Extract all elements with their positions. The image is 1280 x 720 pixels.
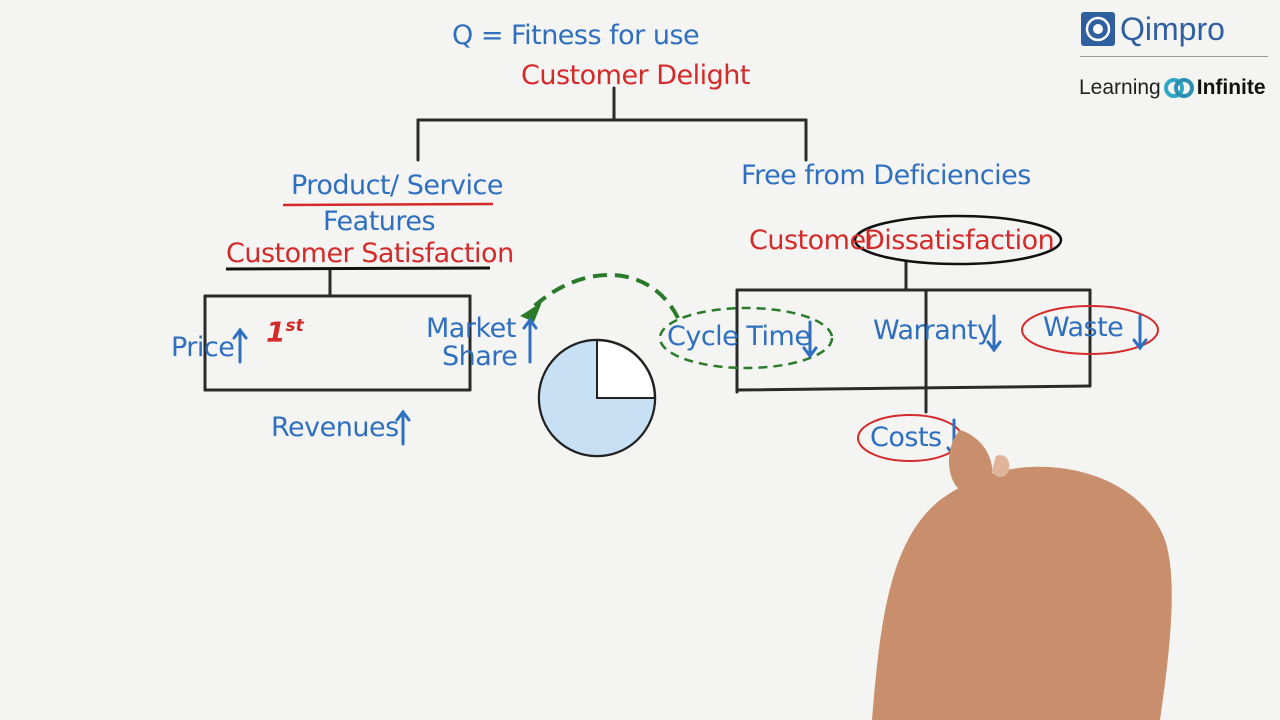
customer-satisfaction-label: Customer Satisfaction: [226, 240, 514, 267]
waste-label: Waste: [1043, 314, 1123, 341]
brand-underline: [1080, 56, 1268, 57]
fitness-for-use-definition: Q = Fitness for use: [452, 22, 699, 49]
cycle-time-label: Cycle Time: [667, 323, 810, 350]
costs-label: Costs: [870, 424, 942, 451]
features-label: Features: [323, 208, 435, 235]
revenues-label: Revenues: [271, 414, 399, 441]
dashed-curved-arrow: [530, 275, 678, 318]
free-from-deficiencies-label: Free from Deficiencies: [741, 162, 1031, 189]
share-label: Share: [442, 343, 517, 370]
pie-clock: [539, 340, 655, 456]
warranty-label: Warranty: [873, 317, 992, 344]
infinite-label: Infinite: [1197, 76, 1266, 100]
qimpro-brand-name: Qimpro: [1120, 11, 1225, 48]
learning-infinite-logo: Learning Infinite: [1079, 72, 1266, 104]
customer-prefix-label: Customer: [749, 227, 876, 254]
market-label: Market: [426, 315, 516, 342]
price-label: Price: [171, 334, 234, 361]
product-underline: [283, 204, 493, 205]
learning-label: Learning: [1079, 76, 1161, 100]
rank-number: 1: [266, 315, 285, 348]
product-service-label: Product/ Service: [291, 172, 503, 199]
hand-with-marker-icon: [872, 430, 1172, 720]
dissatisfaction-label: Dissatisfaction: [864, 227, 1054, 254]
qimpro-logo: Qimpro: [1080, 10, 1225, 48]
right-bar-bottom: [737, 386, 1090, 390]
customer-delight-label: Customer Delight: [521, 62, 750, 89]
first-rank-label: 1st: [266, 318, 304, 346]
rank-suffix: st: [285, 316, 303, 336]
infinity-icon: [1163, 73, 1195, 103]
qimpro-logo-icon: [1080, 11, 1116, 47]
